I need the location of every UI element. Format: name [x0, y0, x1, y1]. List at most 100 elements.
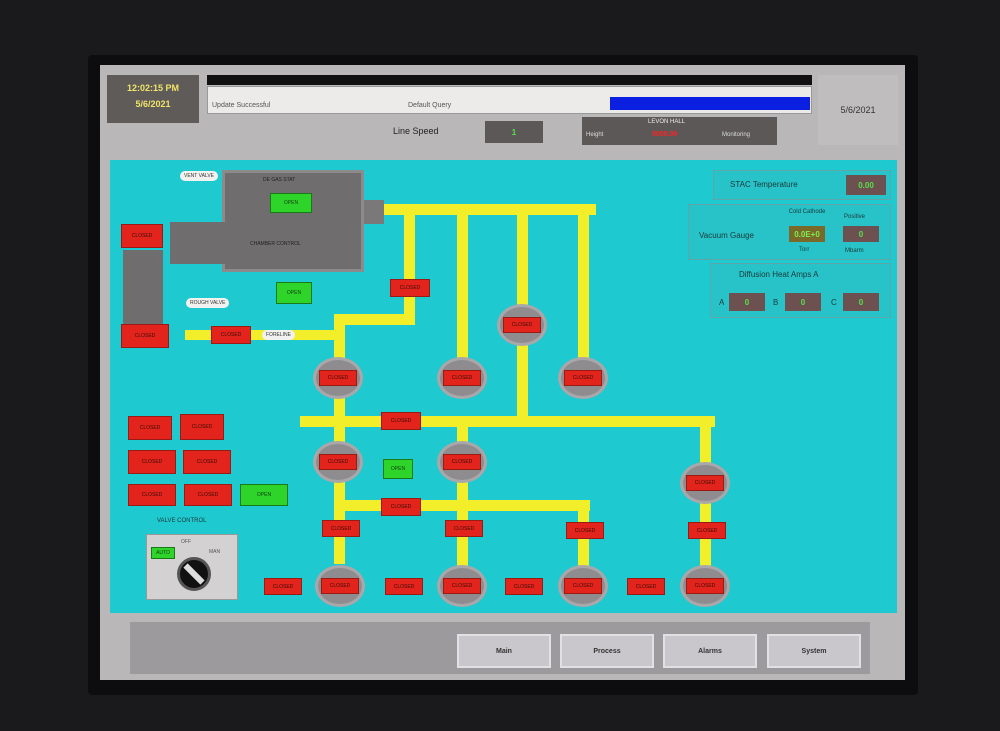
control-button[interactable]: CLOSED: [128, 450, 176, 474]
valve-status[interactable]: CLOSED: [566, 522, 604, 539]
valve-status[interactable]: CLOSED: [381, 412, 421, 430]
valve-status[interactable]: CLOSED: [385, 578, 423, 595]
valve-status[interactable]: CLOSED: [627, 578, 665, 595]
vessel-status[interactable]: CLOSED: [443, 578, 481, 594]
vessel-status[interactable]: CLOSED: [443, 454, 481, 470]
valve-status[interactable]: CLOSED: [445, 520, 483, 537]
stac-panel: STAC Temperature 0.00: [713, 170, 891, 200]
valve-status[interactable]: CLOSED: [381, 498, 421, 516]
selector-switch[interactable]: [177, 557, 211, 591]
control-button[interactable]: OPEN: [240, 484, 288, 506]
off-label: OFF: [181, 539, 191, 545]
valve-status[interactable]: CLOSED: [121, 324, 169, 348]
progress-bar: [610, 97, 810, 110]
vessel-status[interactable]: CLOSED: [443, 370, 481, 386]
diffusion-panel: Diffusion Heat Amps A A 0 B 0 C 0: [710, 263, 891, 318]
positive-value: 0: [843, 226, 879, 242]
cold-cathode-value: 0.0E+0: [789, 226, 825, 242]
query-text: Default Query: [408, 102, 452, 109]
nav-alarms-button[interactable]: Alarms: [663, 634, 757, 668]
pipe: [334, 314, 345, 564]
vessel-status[interactable]: CLOSED: [564, 370, 602, 386]
auto-indicator: AUTO: [151, 547, 175, 559]
flange: [364, 200, 384, 224]
duct: [170, 222, 225, 264]
status-bar: Update Successful Default Query: [207, 86, 812, 114]
pipe: [300, 416, 715, 427]
control-button[interactable]: CLOSED: [183, 450, 231, 474]
nav-process-button[interactable]: Process: [560, 634, 654, 668]
duct: [123, 250, 163, 330]
pipe: [404, 204, 415, 324]
valve-control-label: VALVE CONTROL: [157, 518, 207, 524]
control-button[interactable]: CLOSED: [184, 484, 232, 506]
vessel: CLOSED: [558, 565, 608, 607]
valve-icon[interactable]: [482, 545, 496, 553]
valve-status[interactable]: CLOSED: [322, 520, 360, 537]
vessel-status[interactable]: CLOSED: [321, 578, 359, 594]
chamber-title: DE GAS STAT: [263, 177, 296, 183]
stac-value: 0.00: [846, 175, 886, 195]
vacuum-panel: Vacuum Gauge Cold Cathode 0.0E+0 Torr Po…: [688, 204, 891, 260]
vessel-status[interactable]: CLOSED: [686, 475, 724, 491]
valve-status[interactable]: CLOSED: [390, 279, 430, 297]
control-button[interactable]: CLOSED: [128, 416, 172, 440]
valve-status[interactable]: CLOSED: [264, 578, 302, 595]
level-left: Height: [586, 132, 604, 138]
status-message: Update Successful: [212, 102, 271, 109]
stac-label: STAC Temperature: [730, 180, 798, 189]
vent-valve-tag: VENT VALVE: [180, 171, 219, 181]
valve-status[interactable]: CLOSED: [688, 522, 726, 539]
mbar-label: Mbarm: [845, 248, 864, 254]
vessel-status[interactable]: CLOSED: [319, 454, 357, 470]
pump-status[interactable]: OPEN: [276, 282, 312, 304]
amp-c-label: C: [831, 298, 837, 307]
switch-handle-icon: [183, 563, 205, 585]
valve-icon[interactable]: [724, 547, 738, 555]
control-button[interactable]: CLOSED: [128, 484, 176, 506]
vessel-status[interactable]: CLOSED: [503, 317, 541, 333]
line-speed-value: 1: [485, 121, 543, 143]
level-right: Monitoring: [722, 132, 751, 138]
level-value: 0000.00: [652, 131, 678, 138]
torr-label: Torr: [799, 247, 810, 253]
vessel: CLOSED: [680, 462, 730, 504]
nav-system-button[interactable]: System: [767, 634, 861, 668]
amp-b-label: B: [773, 298, 779, 307]
vessel: CLOSED: [497, 304, 547, 346]
vessel: CLOSED: [680, 565, 730, 607]
alarm-banner: [207, 75, 812, 85]
status-indicator[interactable]: OPEN: [383, 459, 413, 479]
valve-icon[interactable]: [602, 547, 616, 555]
vessel-status[interactable]: CLOSED: [319, 370, 357, 386]
amp-b-value: 0: [785, 293, 821, 311]
diffusion-label: Diffusion Heat Amps A: [739, 270, 819, 279]
degas-chamber: DE GAS STAT OPEN CHAMBER CONTROL: [222, 170, 364, 272]
amp-a-label: A: [719, 298, 725, 307]
man-label: MAN: [209, 549, 221, 555]
chamber-status[interactable]: OPEN: [270, 193, 312, 213]
vessel: CLOSED: [437, 357, 487, 399]
date-right: 5/6/2021: [818, 75, 898, 145]
chamber-label: CHAMBER CONTROL: [250, 241, 301, 247]
selector-panel: AUTO OFF MAN: [146, 534, 238, 600]
valve-status[interactable]: CLOSED: [505, 578, 543, 595]
vessel: CLOSED: [315, 565, 365, 607]
pipe: [334, 314, 415, 325]
line-speed-label: Line Speed: [393, 126, 439, 136]
rough-valve-tag: ROUGH VALVE: [186, 298, 230, 308]
vessel-status[interactable]: CLOSED: [686, 578, 724, 594]
valve-status[interactable]: CLOSED: [121, 224, 163, 248]
vacuum-label: Vacuum Gauge: [699, 231, 754, 240]
amp-c-value: 0: [843, 293, 879, 311]
valve-icon[interactable]: [358, 545, 372, 553]
control-button[interactable]: CLOSED: [180, 414, 224, 440]
valve-status[interactable]: CLOSED: [211, 326, 251, 344]
level-panel: LEVON HALL Height 0000.00 Monitoring: [582, 117, 777, 145]
nav-main-button[interactable]: Main: [457, 634, 551, 668]
level-title: LEVON HALL: [648, 119, 686, 125]
vessel: CLOSED: [313, 441, 363, 483]
positive-label: Positive: [844, 214, 866, 220]
vessel-status[interactable]: CLOSED: [564, 578, 602, 594]
amp-a-value: 0: [729, 293, 765, 311]
